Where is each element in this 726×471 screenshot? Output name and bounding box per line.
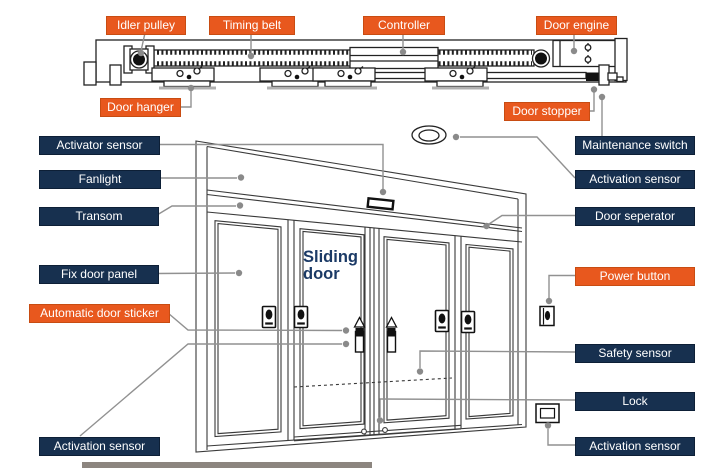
door-stopper-icon: [586, 64, 624, 86]
label-automatic-door-sticker: Automatic door sticker: [29, 304, 170, 323]
fix-door-panel-right: [465, 243, 514, 420]
label-door-engine: Door engine: [536, 16, 617, 35]
door-sticker-icon: [261, 305, 476, 334]
door-handle-icon: [353, 316, 366, 353]
label-door-stopper: Door stopper: [504, 102, 590, 121]
label-controller: Controller: [363, 16, 445, 35]
label-activation-sensor-top-right: Activation sensor: [575, 170, 695, 189]
label-fix-door-panel: Fix door panel: [39, 265, 159, 284]
leader-dots: [137, 47, 606, 429]
door-engine-icon: [552, 37, 628, 82]
door-hanger-icon: [424, 66, 489, 90]
sliding-door-panel-right: [383, 236, 450, 424]
cropped-bottom-strip: [82, 462, 372, 468]
power-button-icon: [539, 305, 555, 327]
label-lock: Lock: [575, 392, 695, 411]
sliding-door-text: Sliding door: [303, 248, 358, 283]
label-activation-sensor-bottom-right: Activation sensor: [575, 437, 695, 456]
label-timing-belt: Timing belt: [209, 16, 295, 35]
ceiling-sensor-icon: [411, 125, 447, 145]
label-door-hanger: Door hanger: [100, 98, 181, 117]
door-hanger-icon: [312, 66, 377, 90]
activator-sensor-icon: [366, 196, 395, 211]
sliding-door-panel-left: [299, 228, 365, 430]
door-hanger-icon: [151, 66, 216, 90]
label-transom: Transom: [39, 207, 159, 226]
door-components: [82, 125, 560, 468]
door-handle-icon: [385, 316, 398, 353]
fix-door-panel-left: [214, 220, 282, 438]
label-maintenance-switch: Maintenance switch: [575, 136, 695, 155]
floor-guide: [382, 427, 388, 433]
idler-pulley-icon: [123, 45, 155, 74]
label-fanlight: Fanlight: [39, 170, 161, 189]
label-safety-sensor: Safety sensor: [575, 344, 695, 363]
track-assembly: [83, 37, 628, 90]
fanlight-pane: [206, 189, 523, 229]
label-idler-pulley: Idler pulley: [106, 16, 186, 35]
lock-icon: [535, 403, 560, 424]
leader-lines: [79, 32, 603, 446]
motor-pulley-icon: [531, 49, 551, 68]
door-hanger-icon: [259, 66, 324, 90]
floor-guide: [361, 428, 367, 435]
door-frame: [195, 140, 527, 453]
transom-pane: [206, 193, 523, 233]
door-front-view: [195, 140, 527, 453]
label-activator-sensor: Activator sensor: [39, 136, 160, 155]
controller-icon: [349, 46, 439, 70]
label-power-button: Power button: [575, 267, 695, 286]
label-activation-sensor-bottom-left: Activation sensor: [39, 437, 160, 456]
label-door-seperator: Door seperator: [575, 207, 695, 226]
safety-beam-dashed-line: [293, 377, 453, 388]
timing-belt-icon: [153, 49, 535, 67]
